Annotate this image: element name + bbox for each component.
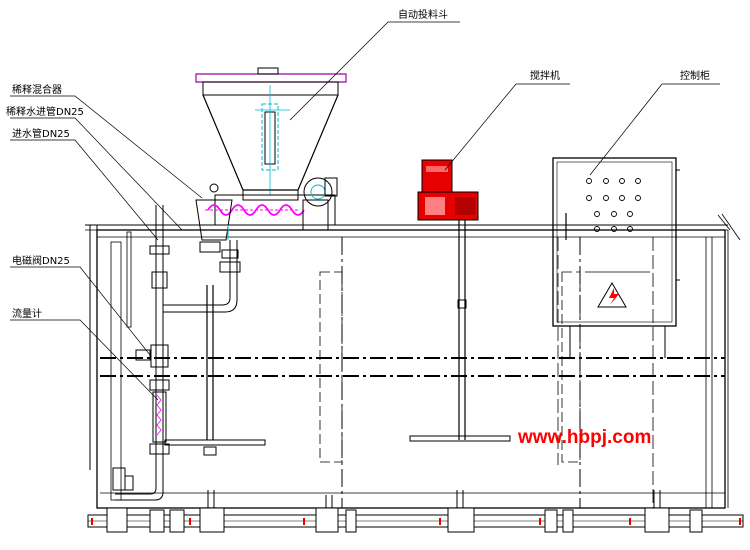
agitator: [409, 159, 511, 442]
label-mixer: 搅拌机: [530, 69, 560, 82]
label-solenoid-valve: 电磁阀DN25: [12, 254, 70, 267]
watermark: www.hbpj.com: [517, 427, 651, 448]
label-control-cabinet: 控制柜: [680, 69, 710, 82]
label-inlet-pipe: 进水管DN25: [12, 127, 70, 140]
label-hopper: 自动投料斗: [398, 8, 448, 21]
electrical-warning-icon: [597, 282, 627, 308]
leader-lines: [10, 21, 720, 401]
secondary-agitator: [164, 285, 266, 456]
label-dilution-pipe: 稀释水进管DN25: [6, 105, 84, 118]
auto-feed-hopper: [195, 67, 347, 201]
label-dilution-mixer: 稀释混合器: [12, 83, 62, 96]
control-cabinet: [552, 157, 680, 358]
main-tank: [85, 213, 741, 509]
label-flowmeter: 流量计: [12, 307, 42, 320]
bottom-drain-pipe: [87, 490, 744, 533]
inlet-pipe-assembly: [112, 205, 241, 501]
dilution-mixer: [195, 183, 233, 253]
mixer-motor-icon: [421, 159, 453, 193]
screw-feeder: [205, 177, 338, 231]
